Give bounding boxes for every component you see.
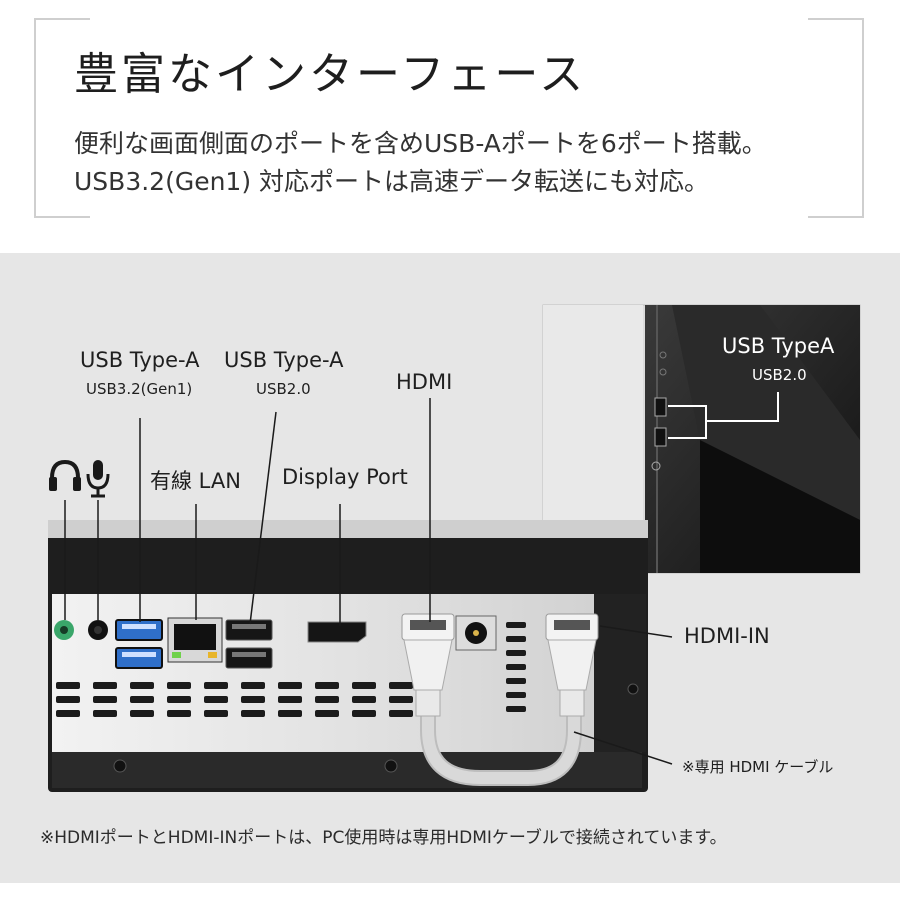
label-side-usb-sub: USB2.0 — [752, 366, 807, 384]
bracket-right — [808, 18, 864, 218]
label-hdmi-in: HDMI-IN — [684, 624, 770, 648]
rear-panel — [48, 520, 648, 792]
footnote: ※HDMIポートとHDMI-INポートは、PC使用時は専用HDMIケーブルで接続… — [40, 828, 727, 848]
side-usb-port-1 — [654, 397, 667, 417]
subtitle-line-2: USB3.2(Gen1) 対応ポートは高速データ転送にも対応。 — [74, 167, 710, 196]
side-view-inset — [542, 304, 861, 574]
usb2-port-2 — [225, 647, 273, 669]
usb3-port-1 — [115, 619, 163, 641]
label-display-port: Display Port — [282, 465, 408, 489]
hdmi-plug-right — [545, 613, 599, 717]
subtitle-line-1: 便利な画面側面のポートを含めUSB-Aポートを6ポート搭載。 — [74, 129, 767, 158]
label-lan: 有線 LAN — [150, 469, 241, 493]
bracket-left — [34, 18, 90, 218]
label-usb-a-1-sub: USB3.2(Gen1) — [86, 380, 193, 398]
label-usb-a-2-sub: USB2.0 — [256, 380, 311, 398]
page-title: 豊富なインターフェース — [74, 49, 587, 100]
usb3-port-2 — [115, 647, 163, 669]
hdmi-plug-left — [401, 613, 455, 717]
headphone-icon — [49, 459, 81, 491]
hdmi-cable — [420, 692, 582, 786]
displayport-port — [307, 621, 367, 643]
label-usb-a-2: USB Type-A — [224, 348, 344, 372]
label-usb-a-1: USB Type-A — [80, 348, 200, 372]
header-section: 豊富なインターフェース 便利な画面側面のポートを含めUSB-Aポートを6ポート搭… — [0, 0, 900, 253]
label-hdmi-cable: ※専用 HDMI ケーブル — [682, 758, 834, 776]
label-hdmi: HDMI — [396, 370, 453, 394]
side-usb-port-2 — [654, 427, 667, 447]
usb2-port-1 — [225, 619, 273, 641]
label-side-usb: USB TypeA — [722, 334, 835, 358]
vent-slots — [56, 622, 526, 717]
microphone-icon — [86, 460, 110, 498]
leader-lines — [64, 398, 673, 765]
